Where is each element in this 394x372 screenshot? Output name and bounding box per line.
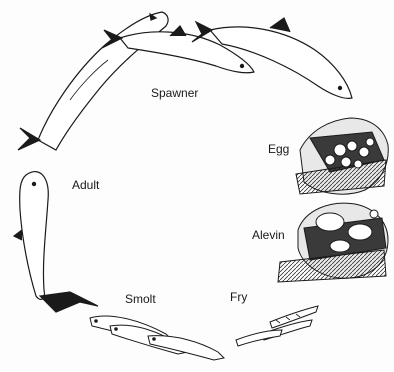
stage-label-alevin: Alevin — [252, 228, 285, 242]
stage-label-fry: Fry — [230, 290, 247, 304]
stage-label-spawner: Spawner — [151, 86, 198, 100]
stage-label-smolt: Smolt — [125, 292, 156, 306]
stage-label-egg: Egg — [268, 142, 289, 156]
smolt-fish-group — [90, 316, 224, 360]
egg-redd-illustration — [296, 118, 388, 194]
adult-fish — [14, 172, 98, 312]
stage-label-adult: Adult — [72, 178, 99, 192]
alevin-gravel-illustration — [278, 203, 388, 282]
fry-fish-group — [236, 306, 318, 346]
